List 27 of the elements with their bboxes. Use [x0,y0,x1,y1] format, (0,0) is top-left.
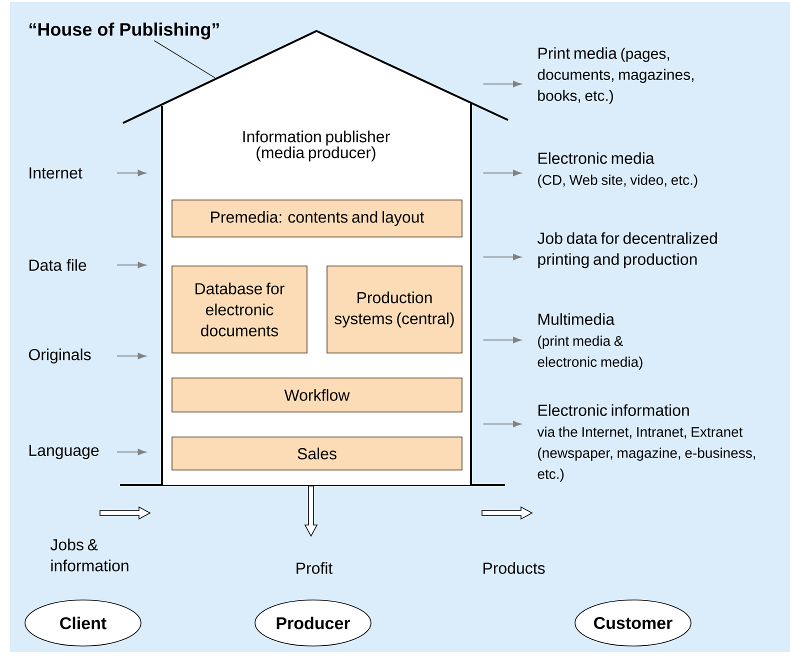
arrow [116,262,146,268]
output-label: Multimedia (print media & electronic media) [538,313,642,370]
input-label: Language [30,444,99,460]
flow-label: Jobs & information [50,538,128,572]
arrow [482,336,522,344]
arrow [482,170,522,176]
arrow [482,420,522,428]
input-label: Internet [30,167,82,179]
arrow [482,80,522,88]
process-box: Sales [172,436,462,470]
arrow [116,170,146,176]
input-label: Data file [30,259,86,271]
output-label: Job data for decentralized printing and production [537,232,717,268]
leader-line [154,40,216,78]
arrow [116,352,146,360]
process-box: Database for electronic documents [172,266,308,354]
output-label: Electronic information via the Internet, Intranet, Extranet (newspaper, magazine, e-business, etc.) [537,404,756,482]
output-label: Print media (pages, documents, magazines, books, etc.) [538,47,694,104]
arrow [116,448,146,456]
arrow [482,254,522,260]
input-label: Originals [28,348,91,364]
flow-label: Profit [296,562,333,574]
output-label: Electronic media (CD, Web site, video, etc.) [538,152,698,188]
process-box: Workflow [172,378,462,412]
process-box: Premedia: contents and layout [172,200,462,238]
process-box: Production systems (central) [326,266,462,354]
flow-label: Products [484,562,545,574]
